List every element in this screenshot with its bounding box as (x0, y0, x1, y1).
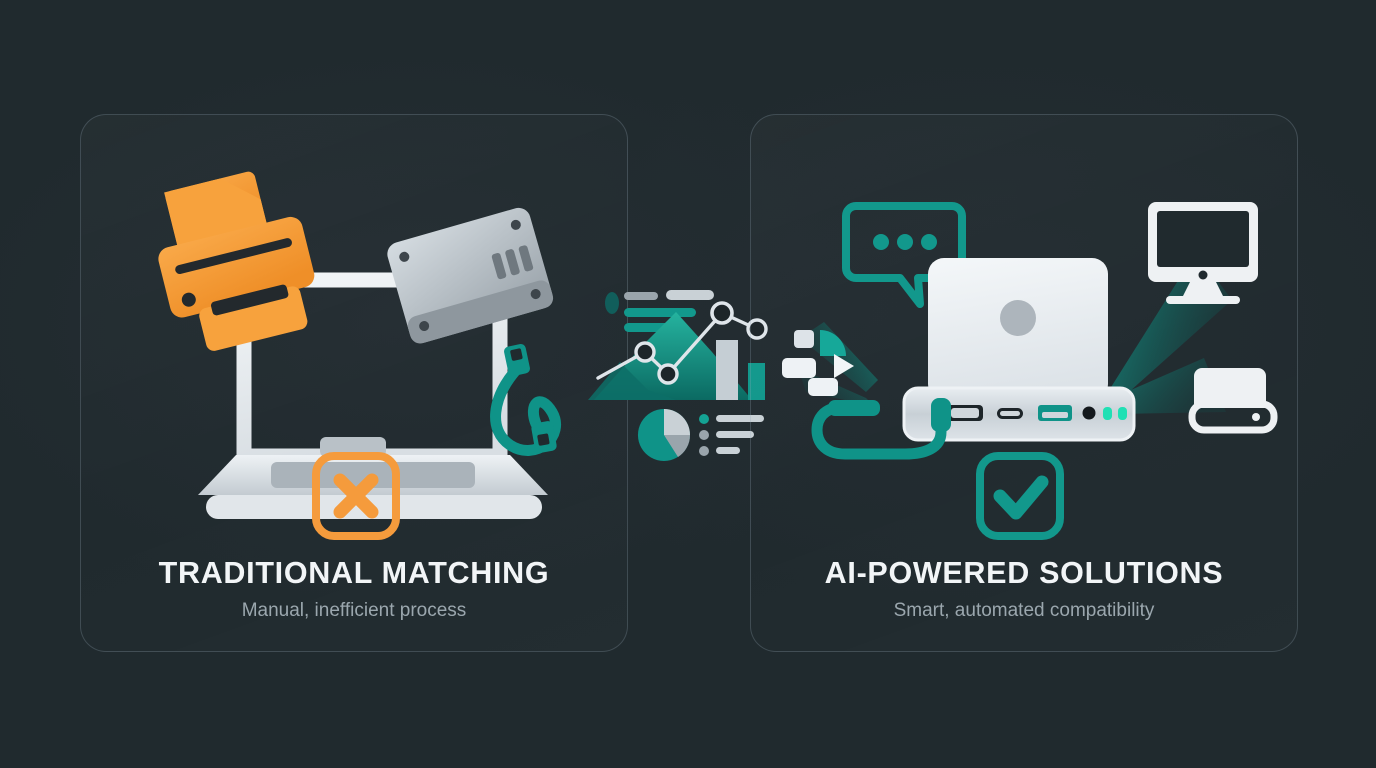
status-led-2 (1118, 407, 1127, 420)
desktop-monitor-icon (1148, 202, 1258, 304)
chat-bubble-icon (842, 202, 966, 308)
docking-station-icon (902, 386, 1136, 442)
printer-icon (158, 171, 315, 351)
x-mark-badge-icon (312, 452, 400, 540)
area-chart-icon (588, 312, 752, 400)
external-hard-drive-icon (387, 207, 554, 344)
check-mark-badge-icon (976, 452, 1064, 540)
status-led-1 (1103, 407, 1112, 420)
pie-chart-icon (637, 409, 691, 461)
bar-chart-icon (716, 340, 765, 400)
legend-list-icon (699, 414, 764, 456)
portable-ssd-icon (1188, 368, 1278, 434)
abstract-file-shapes-icon (782, 330, 854, 396)
usb-cable-icon (490, 343, 561, 456)
usb-c-cable-icon (811, 398, 951, 460)
line-chart-icon (596, 301, 768, 385)
